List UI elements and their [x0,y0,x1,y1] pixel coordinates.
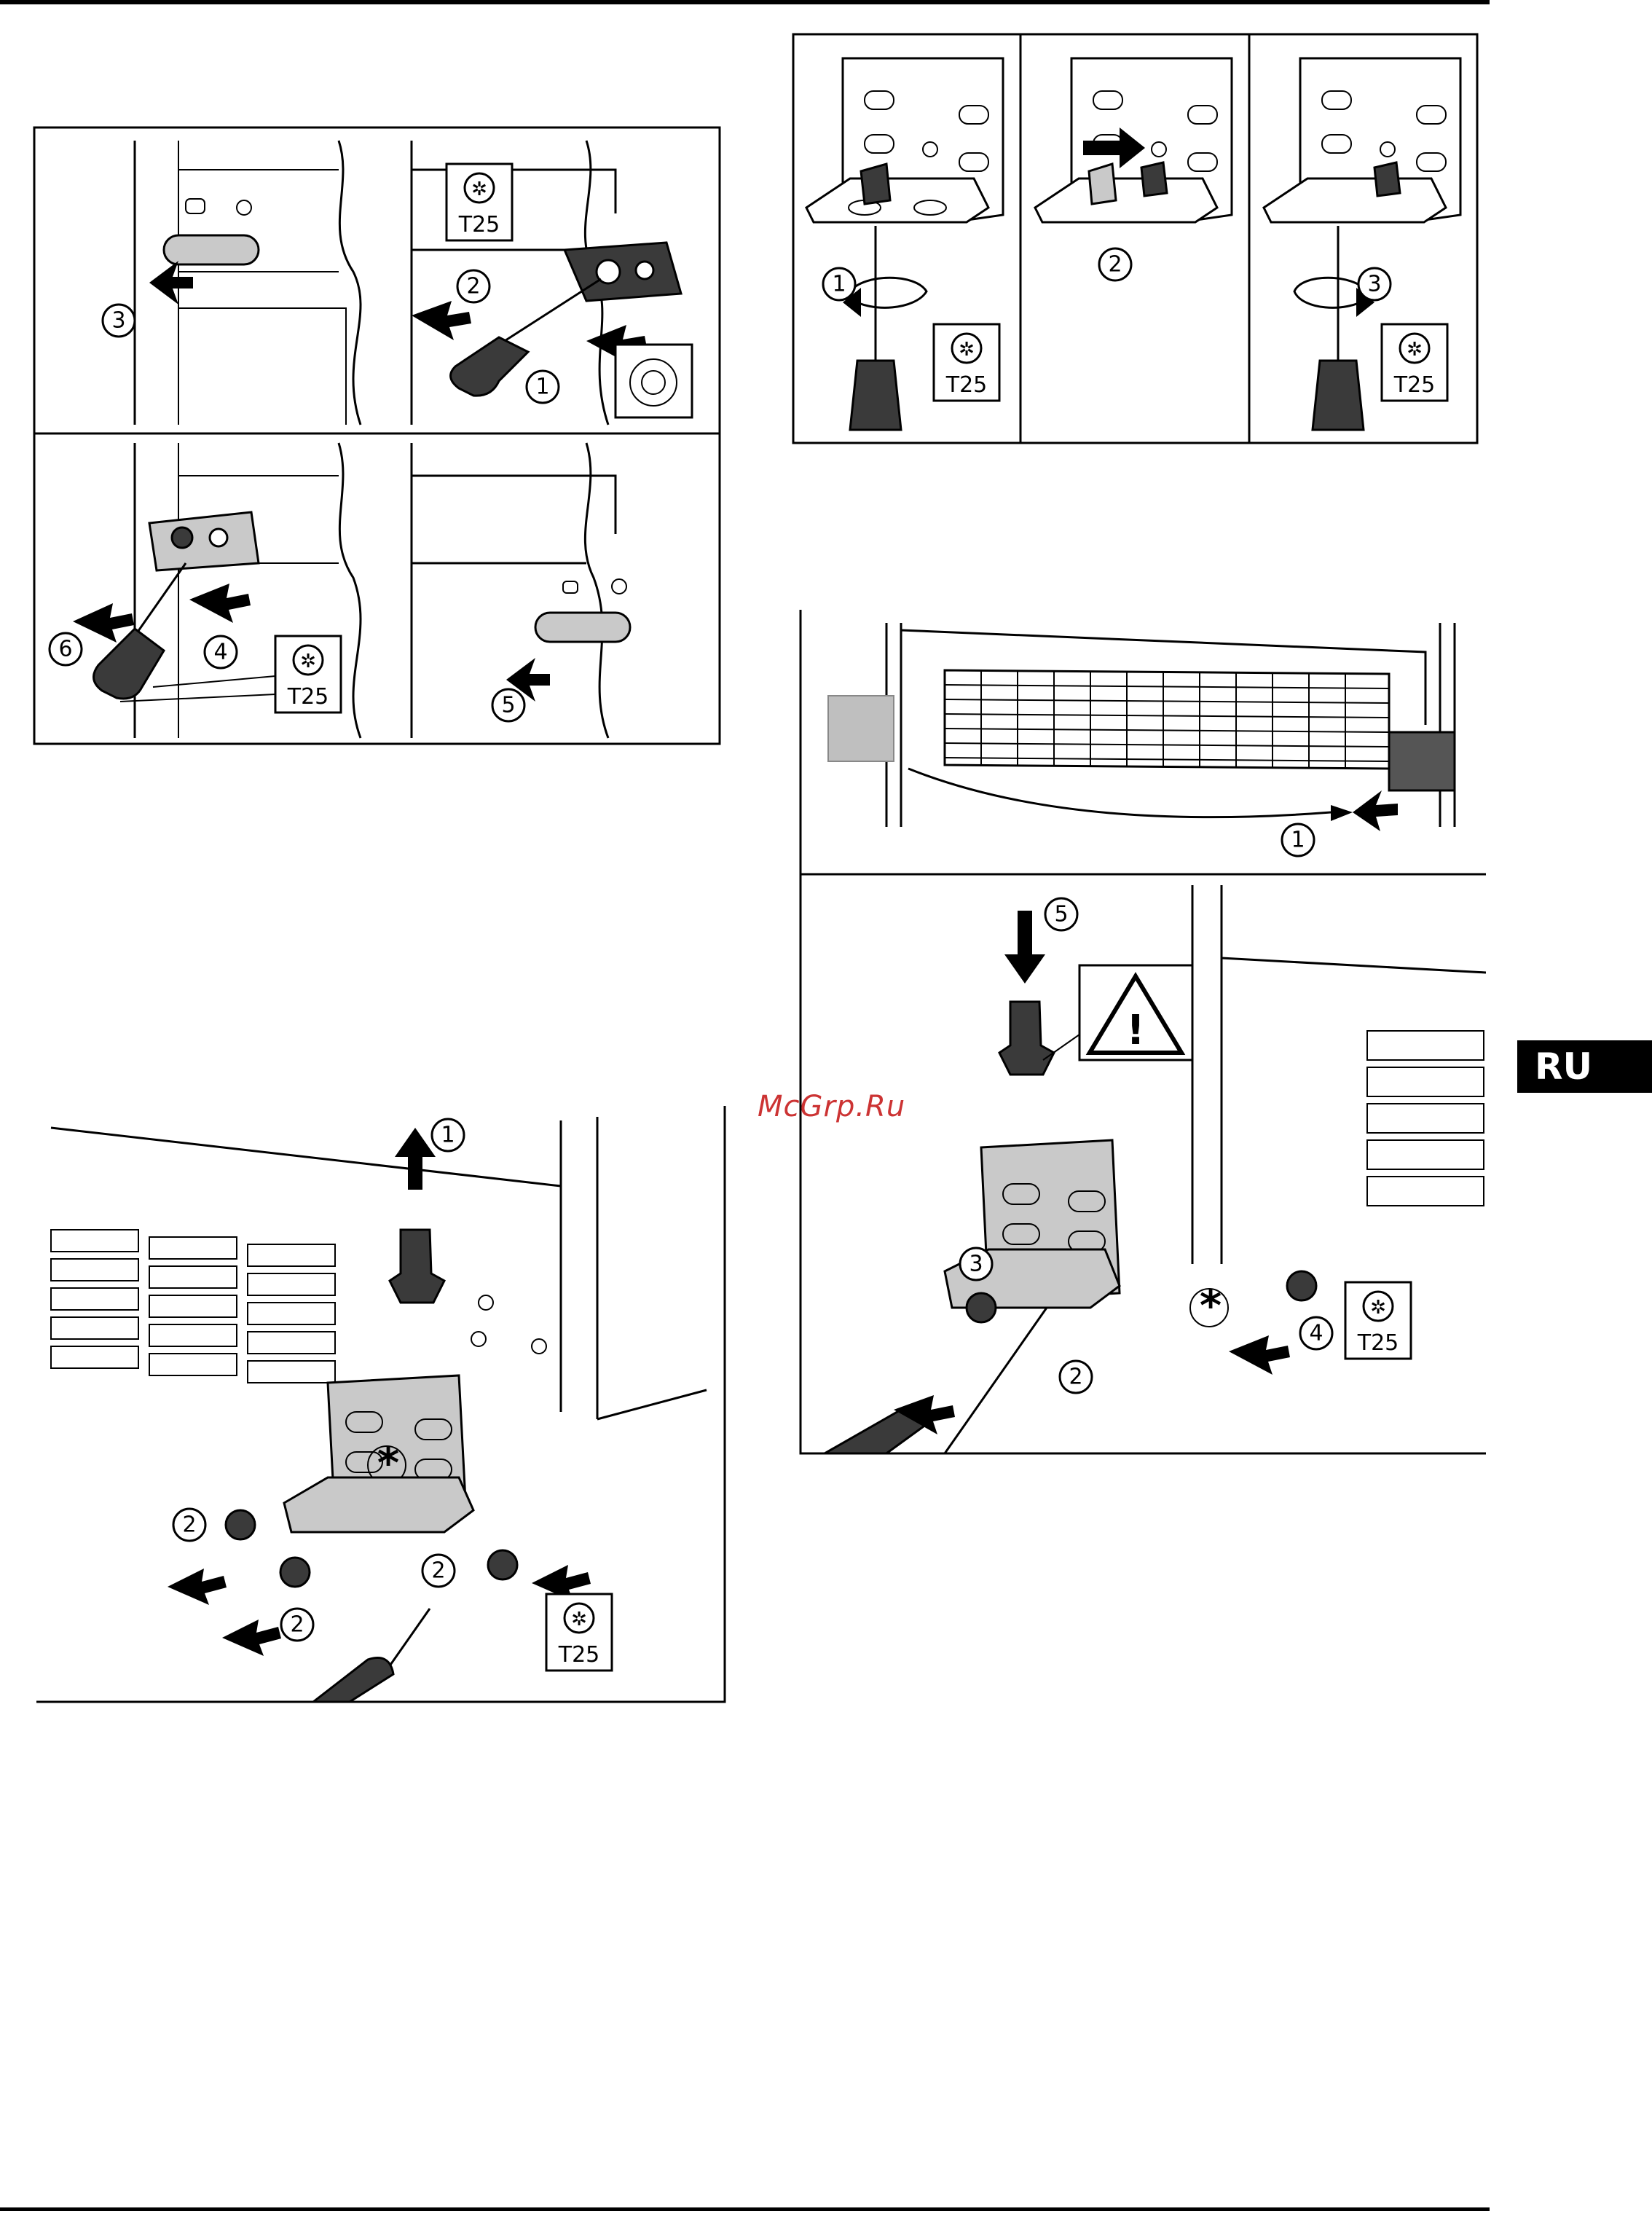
callout-4: 4 [205,636,237,668]
callout-5: 5 [492,689,524,721]
callout-2b: 2 [281,1609,313,1641]
svg-text:✲: ✲ [1407,339,1423,361]
svg-text:2: 2 [431,1558,445,1584]
callout-2: 2 [1099,248,1131,280]
svg-text:3: 3 [1367,272,1381,297]
figure-top-right: 1 ✲ T25 2 [792,33,1479,444]
svg-text:✲: ✲ [959,339,975,361]
svg-text:4: 4 [1309,1321,1323,1346]
callout-1: 1 [823,268,855,300]
svg-text:1: 1 [441,1123,455,1148]
svg-text:T25: T25 [1393,372,1436,398]
tool-tag-t25-c: ✲ T25 [1382,324,1447,401]
figure-top-left: 1 2 3 ✲ T25 4 5 6 [33,126,721,745]
svg-text:✲: ✲ [1370,1297,1386,1319]
svg-text:✲: ✲ [300,651,316,672]
callout-2a: 2 [173,1509,205,1541]
callout-1: 1 [527,371,559,403]
watermark-text: McGrp.Ru [758,1090,905,1123]
svg-text:6: 6 [58,637,72,662]
figure-bottom-left: 1 * 2 2 2 ✲ T25 [36,1106,728,1703]
tool-tag-t25: ✲ T25 [1345,1282,1411,1359]
svg-text:2: 2 [466,274,480,299]
tool-tag-t25: ✲ T25 [447,164,512,240]
svg-text:T25: T25 [287,684,329,710]
svg-text:3: 3 [111,308,125,334]
callout-3: 3 [103,305,135,337]
svg-text:1: 1 [832,272,846,297]
svg-text:T25: T25 [458,212,500,238]
arrow-icon [149,261,193,305]
callout-3: 3 [960,1248,992,1280]
tool-tag-t25: ✲ T25 [546,1594,612,1671]
svg-text:1: 1 [1291,828,1305,853]
language-tab: RU [1517,1040,1652,1093]
callout-6: 6 [50,633,82,665]
svg-text:T25: T25 [558,1642,600,1668]
callout-2: 2 [1060,1361,1092,1393]
bottom-rule [0,2207,1490,2211]
svg-text:2: 2 [1069,1365,1082,1390]
callout-1: 1 [1282,824,1314,856]
svg-text:1: 1 [535,374,549,400]
tool-tag-t25-lower: ✲ T25 [275,636,341,713]
callout-1: 1 [432,1119,464,1151]
callout-4: 4 [1300,1317,1332,1349]
torx-star-icon: ✲ [471,178,487,200]
top-rule [0,0,1490,4]
svg-text:3: 3 [969,1252,983,1277]
callout-2: 2 [457,270,489,302]
svg-text:2: 2 [290,1612,304,1638]
figure-middle-right: 1 5 ! * 3 2 [799,608,1486,1456]
screwdriver-icon [451,337,528,396]
svg-text:!: ! [1126,1007,1145,1054]
callout-3: 3 [1358,268,1391,300]
svg-text:5: 5 [1054,902,1068,927]
svg-text:4: 4 [213,640,227,665]
svg-text:2: 2 [1108,252,1122,278]
svg-text:5: 5 [501,693,515,718]
tool-tag-t25: ✲ T25 [934,324,999,401]
callout-2c: 2 [422,1555,455,1587]
svg-text:2: 2 [182,1512,196,1538]
svg-text:✲: ✲ [571,1609,587,1630]
svg-text:T25: T25 [945,372,988,398]
callout-5: 5 [1045,898,1077,930]
svg-text:T25: T25 [1357,1330,1399,1356]
